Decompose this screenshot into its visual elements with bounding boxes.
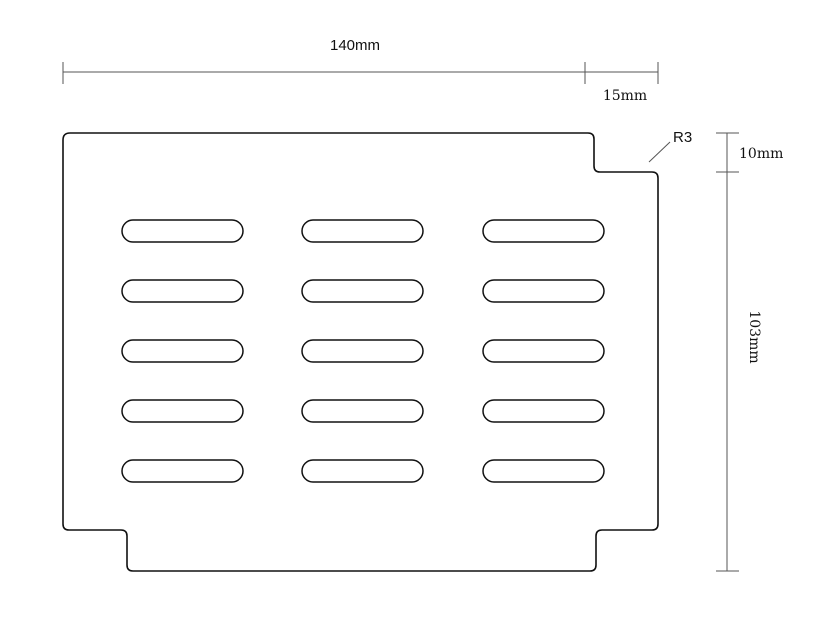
slot: [301, 219, 424, 243]
slot: [301, 459, 424, 483]
notch-width-label: 15mm: [603, 88, 647, 104]
width-label: 140mm: [330, 37, 380, 54]
slot: [482, 459, 605, 483]
slot: [121, 219, 244, 243]
slot: [121, 339, 244, 363]
slot: [121, 279, 244, 303]
slot: [482, 339, 605, 363]
notch-height-dimension: 10mm: [716, 132, 783, 173]
slot: [301, 279, 424, 303]
height-label: 103mm: [746, 310, 762, 363]
slot: [301, 339, 424, 363]
notch-width-dimension: 15mm: [585, 62, 659, 104]
slot: [121, 459, 244, 483]
slot: [482, 399, 605, 423]
ventilation-slots: [121, 219, 605, 483]
slot: [301, 399, 424, 423]
notch-height-label: 10mm: [739, 146, 783, 162]
slot: [482, 219, 605, 243]
corner-radius-callout: R3: [648, 129, 692, 163]
corner-radius-label: R3: [673, 129, 692, 146]
slot: [482, 279, 605, 303]
height-dimension: 103mm: [716, 172, 762, 572]
plate-outline: [62, 132, 659, 572]
slot: [121, 399, 244, 423]
width-dimension: 140mm: [62, 37, 586, 84]
